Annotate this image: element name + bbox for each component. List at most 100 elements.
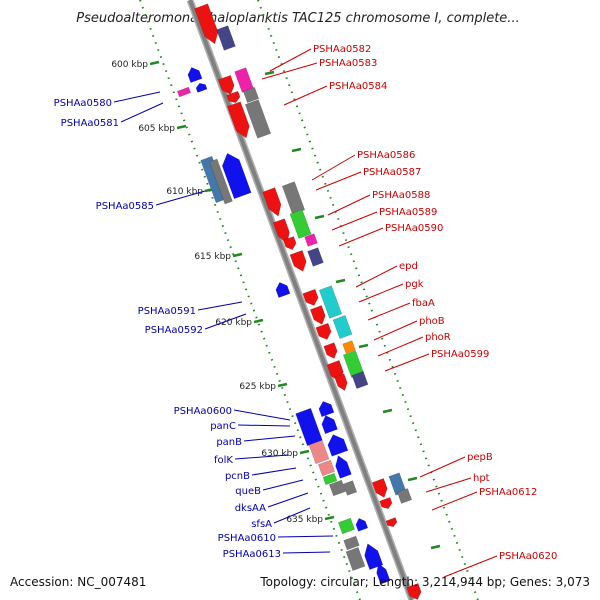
gene-label-phoR[interactable]: phoR <box>425 332 451 343</box>
genome-stats-text: Topology: circular; Length: 3,214,944 bp… <box>259 575 590 589</box>
gene-label-pepB[interactable]: pepB <box>467 452 493 463</box>
gene-label-epd[interactable]: epd <box>399 261 418 272</box>
gene-leader-line <box>233 409 291 421</box>
gene-block-navy-1 <box>307 247 324 267</box>
gene-label-pcnB[interactable]: pcnB <box>225 471 250 482</box>
gene-label-pgk[interactable]: pgk <box>405 279 424 290</box>
gene-leader-line <box>419 456 466 478</box>
gene-arrow-red-5 <box>334 373 348 391</box>
gene-block-gray-4 <box>342 480 358 496</box>
gene-label-PSHAa0592[interactable]: PSHAa0592 <box>145 325 203 336</box>
gene-label-PSHAa0590[interactable]: PSHAa0590 <box>385 223 443 234</box>
gene-label-PSHAa0620[interactable]: PSHAa0620 <box>499 551 557 562</box>
gene-label-PSHAa0583[interactable]: PSHAa0583 <box>319 58 377 69</box>
gene-label-PSHAa0589[interactable]: PSHAa0589 <box>379 207 437 218</box>
gene-leader-line <box>204 313 247 330</box>
gene-block-PSHAa0587 <box>281 181 306 215</box>
gene-arrow-top-1 <box>194 3 219 45</box>
scale-tick <box>277 382 288 388</box>
gene-label-sfsA[interactable]: sfsA <box>251 519 272 530</box>
gene-labels: PSHAa0582PSHAa0583PSHAa0584PSHAa0586PSHA… <box>54 44 557 578</box>
gene-label-PSHAa0613[interactable]: PSHAa0613 <box>223 549 281 560</box>
scale-tick <box>232 252 243 258</box>
gene-arrow-PSHAa0586 <box>262 187 282 217</box>
gene-block-PSHAa0589 <box>289 209 312 239</box>
gene-arrow-PSHAa0591 <box>275 282 291 298</box>
gene-label-queB[interactable]: queB <box>235 486 261 497</box>
gene-leader-line <box>311 154 356 181</box>
gene-block-gray-5 <box>345 547 366 571</box>
gene-label-PSHAa0580[interactable]: PSHAa0580 <box>54 98 112 109</box>
gene-arrow-PSHAa0581 <box>195 82 208 93</box>
scale-tick <box>264 70 275 76</box>
gene-leader-line <box>120 102 164 123</box>
gene-leader-line <box>443 555 498 578</box>
gene-label-folK[interactable]: folK <box>214 455 233 466</box>
gene-block-gray-1 <box>242 86 260 104</box>
gene-leader-line <box>243 435 296 442</box>
scale-tick-label: 600 kbp <box>111 60 148 70</box>
gene-leader-line <box>384 353 430 372</box>
scale-tick-label: 630 kbp <box>261 449 298 459</box>
gene-arrow-blue-2 <box>321 415 338 435</box>
scale-tick <box>176 124 187 130</box>
gene-leader-line <box>234 454 289 460</box>
feature-track <box>177 3 422 600</box>
gene-leader-line <box>367 302 411 321</box>
scale-dots-left <box>139 0 361 600</box>
gene-block-PSHAa0599 <box>351 371 369 389</box>
gene-arrow-PSHAa0580 <box>187 67 203 83</box>
gene-leader-line <box>277 535 334 538</box>
gene-block-pink-2 <box>318 459 335 477</box>
scale-tick <box>358 343 369 349</box>
gene-leader-line <box>377 336 424 357</box>
gene-label-PSHAa0582[interactable]: PSHAa0582 <box>313 44 371 55</box>
gene-leader-line <box>373 320 418 341</box>
scale-tick-label: 625 kbp <box>239 382 276 392</box>
gene-arrow-PSHAa0590 <box>282 236 297 250</box>
gene-label-PSHAa0585[interactable]: PSHAa0585 <box>96 201 154 212</box>
gene-block-mag-2 <box>304 233 318 247</box>
gene-block-fbaA <box>332 315 353 339</box>
gene-label-PSHAa0581[interactable]: PSHAa0581 <box>61 118 119 129</box>
gene-leader-line <box>251 467 297 476</box>
gene-label-fbaA[interactable]: fbaA <box>412 298 435 309</box>
gene-arrow-panC <box>318 401 335 418</box>
gene-block-green-2 <box>322 472 338 486</box>
gene-label-hpt[interactable]: hpt <box>473 473 490 484</box>
scale-tick <box>291 147 302 153</box>
gene-leader-line <box>282 551 331 554</box>
gene-arrow-red-2 <box>309 305 326 325</box>
gene-leader-line <box>267 492 309 508</box>
gene-label-PSHAa0610[interactable]: PSHAa0610 <box>218 533 276 544</box>
gene-label-PSHAa0587[interactable]: PSHAa0587 <box>363 167 421 178</box>
gene-label-panC[interactable]: panC <box>210 421 236 432</box>
gene-arrow-blue-4 <box>376 563 391 585</box>
gene-leader-line <box>273 507 311 524</box>
gene-label-PSHAa0584[interactable]: PSHAa0584 <box>329 81 387 92</box>
scale-tick-label: 605 kbp <box>138 124 175 134</box>
gene-leader-line <box>262 479 304 491</box>
gene-label-PSHAa0599[interactable]: PSHAa0599 <box>431 349 489 360</box>
gene-arrow-red-mid <box>289 250 307 272</box>
gene-arrow-PSHAa0588 <box>272 218 290 244</box>
gene-label-phoB[interactable]: phoB <box>419 316 445 327</box>
scale-tick-label: 615 kbp <box>194 252 231 262</box>
gene-arrow-PSHAa0584 <box>226 101 250 139</box>
gene-label-PSHAa0588[interactable]: PSHAa0588 <box>372 190 430 201</box>
gene-arrow-pepB <box>371 478 388 498</box>
gene-leader-line <box>237 424 291 427</box>
gene-label-PSHAa0612[interactable]: PSHAa0612 <box>479 487 537 498</box>
gene-block-pgk <box>318 285 343 319</box>
gene-label-PSHAa0591[interactable]: PSHAa0591 <box>138 306 196 317</box>
gene-label-dksAA[interactable]: dksAA <box>235 503 266 514</box>
scale-tick-label: 610 kbp <box>166 187 203 197</box>
scale-tick <box>149 60 160 66</box>
gene-arrow-pcnB <box>335 455 352 479</box>
gene-label-PSHAa0586[interactable]: PSHAa0586 <box>357 150 415 161</box>
scale-dots-right <box>257 0 479 600</box>
scale-tick <box>314 214 325 220</box>
gene-label-PSHAa0600[interactable]: PSHAa0600 <box>174 406 232 417</box>
gene-label-panB[interactable]: panB <box>216 437 242 448</box>
gene-block-top-2 <box>216 25 236 51</box>
